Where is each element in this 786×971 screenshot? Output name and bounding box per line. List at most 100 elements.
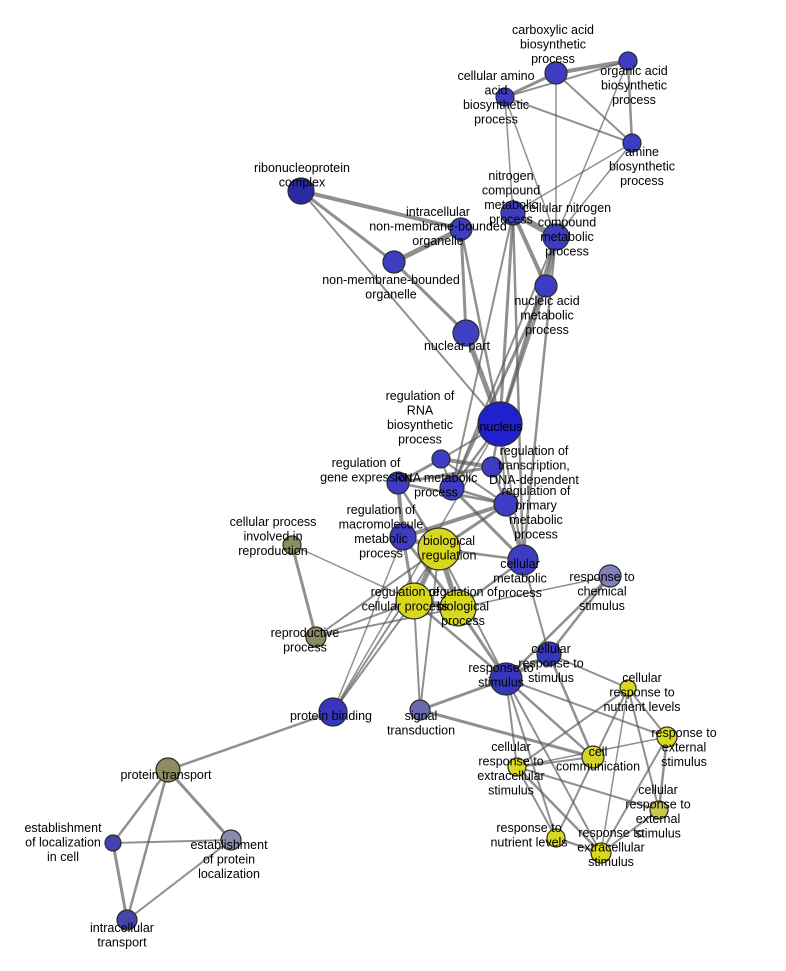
node-response-to-extracellular-stimulus[interactable] [590, 842, 612, 864]
node-nucleic-acid-metabolic-process[interactable] [534, 274, 558, 298]
node-signal-transduction[interactable] [409, 699, 431, 721]
edge-establishment-of-localization-in-cell--establishment-of-protein-localization [112, 839, 232, 844]
edge-ribonucleoprotein-complex--nucleus [300, 190, 501, 425]
edge-response-to-chemical-stimulus--cellular-response-to-stimulus [547, 574, 612, 656]
node-regulation-of-gene-expression[interactable] [386, 471, 410, 495]
edge-ribonucleoprotein-complex--intracellular-non-membrane-bounded-organelle [299, 189, 463, 231]
node-label-nucleus: nucleus [479, 420, 522, 434]
edge-organic-acid-biosynthetic-process--amine-biosynthetic-process [626, 59, 634, 145]
node-nuclear-part[interactable] [452, 319, 480, 347]
edge-carboxylic-acid-biosynthetic-process--amine-biosynthetic-process [555, 72, 633, 144]
node-label-protein-transport: protein transport [120, 768, 212, 782]
edge-protein-binding--regulation-of-cellular-process [332, 600, 415, 713]
node-establishment-of-protein-localization[interactable] [220, 829, 242, 851]
edge-cellular-response-to-nutrient-levels--cellular-response-to-external-stimulus [627, 687, 660, 811]
node-cell-communication[interactable] [581, 745, 605, 769]
edge-protein-transport--establishment-of-localization-in-cell [111, 768, 170, 845]
node-label-nuclear-part: nuclear part [424, 339, 491, 353]
node-nitrogen-compound-metabolic-process[interactable] [500, 200, 526, 226]
node-cellular-amino-acid-biosynthetic-process[interactable] [495, 87, 515, 107]
edge-cellular-response-to-extracellular-stimulus--response-to-nutrient-levels [516, 766, 557, 839]
node-response-to-external-stimulus[interactable] [656, 726, 678, 748]
edge-cellular-response-to-extracellular-stimulus--cellular-response-to-external-stimulus [516, 766, 660, 811]
edge-protein-binding--protein-transport [166, 710, 335, 772]
node-response-to-chemical-stimulus[interactable] [598, 564, 622, 588]
edge-protein-binding--biological-regulation [332, 548, 440, 713]
node-non-membrane-bounded-organelle[interactable] [382, 250, 406, 274]
node-response-to-stimulus[interactable] [489, 662, 523, 696]
node-cellular-process-involved-in-reproduction[interactable] [282, 535, 302, 555]
node-regulation-of-biological-process[interactable] [439, 589, 477, 627]
node-intracellular-transport[interactable] [116, 909, 138, 931]
node-cellular-response-to-nutrient-levels[interactable] [619, 679, 637, 697]
node-reproductive-process[interactable] [305, 626, 327, 648]
node-cellular-response-to-stimulus[interactable] [536, 641, 562, 667]
edge-organic-acid-biosynthetic-process--cellular-nitrogen-compound-metabolic-process [555, 60, 629, 238]
node-nucleus[interactable] [477, 401, 523, 447]
edge-response-to-external-stimulus--cellular-response-to-external-stimulus [657, 735, 669, 812]
node-intracellular-non-membrane-bounded-organelle[interactable] [449, 217, 473, 241]
node-biological-regulation[interactable] [417, 527, 461, 571]
edge-reproductive-process--regulation-of-biological-process [315, 607, 459, 638]
edge-response-to-chemical-stimulus--regulation-of-biological-process [457, 575, 611, 609]
node-label-protein-binding: protein binding [290, 709, 372, 723]
node-regulation-of-primary-metabolic-process[interactable] [493, 491, 519, 517]
node-amine-biosynthetic-process[interactable] [622, 133, 642, 153]
edge-organic-acid-biosynthetic-process--cellular-amino-acid-biosynthetic-process [504, 60, 629, 98]
edge-response-to-stimulus--response-to-extracellular-stimulus [505, 678, 602, 854]
edge-cellular-metabolic-process--cellular-response-to-stimulus [522, 559, 550, 655]
node-cellular-response-to-extracellular-stimulus[interactable] [507, 757, 527, 777]
node-regulation-of-cellular-process[interactable] [395, 582, 433, 620]
edge-cellular-response-to-stimulus--cell-communication [547, 652, 595, 759]
node-ribonucleoprotein-complex[interactable] [287, 177, 315, 205]
node-cellular-response-to-external-stimulus[interactable] [649, 800, 669, 820]
node-cellular-nitrogen-compound-metabolic-process[interactable] [542, 223, 570, 251]
node-organic-acid-biosynthetic-process[interactable] [618, 51, 638, 71]
node-carboxylic-acid-biosynthetic-process[interactable] [544, 61, 568, 85]
edge-nitrogen-compound-metabolic-process--cellular-metabolic-process [511, 211, 525, 562]
node-response-to-nutrient-levels[interactable] [546, 828, 566, 848]
edge-cellular-response-to-nutrient-levels--cellular-response-to-extracellular-stimulus [516, 687, 629, 768]
node-protein-binding[interactable] [318, 697, 348, 727]
node-protein-transport[interactable] [155, 757, 181, 783]
edge-intracellular-non-membrane-bounded-organelle--nucleus [459, 227, 502, 426]
edge-cell-communication--signal-transduction [418, 708, 595, 759]
edge-response-to-stimulus--response-to-nutrient-levels [505, 678, 557, 839]
edge-response-to-stimulus--response-to-external-stimulus [505, 678, 668, 738]
edge-response-to-extracellular-stimulus--cellular-response-to-external-stimulus [600, 809, 660, 854]
edge-intracellular-non-membrane-bounded-organelle--nuclear-part [459, 227, 468, 335]
node-regulation-of-rna-biosynthetic-process[interactable] [431, 449, 451, 469]
edge-amine-biosynthetic-process--nitrogen-compound-metabolic-process [512, 142, 633, 214]
node-cellular-metabolic-process[interactable] [507, 544, 539, 576]
node-regulation-of-transcription-dna-dependent[interactable] [481, 456, 503, 478]
node-regulation-of-macromolecule-metabolic-process[interactable] [389, 523, 417, 551]
node-rna-metabolic-process[interactable] [439, 475, 465, 501]
edge-regulation-of-rna-biosynthetic-process--regulation-of-primary-metabolic-process [440, 458, 507, 505]
edge-establishment-of-localization-in-cell--intracellular-transport [111, 841, 129, 922]
edge-nucleic-acid-metabolic-process--nucleus [498, 284, 548, 426]
edge-intracellular-non-membrane-bounded-organelle--non-membrane-bounded-organelle [391, 226, 464, 265]
node-establishment-of-localization-in-cell[interactable] [104, 834, 122, 852]
edge-carboxylic-acid-biosynthetic-process--organic-acid-biosynthetic-process [554, 59, 630, 75]
